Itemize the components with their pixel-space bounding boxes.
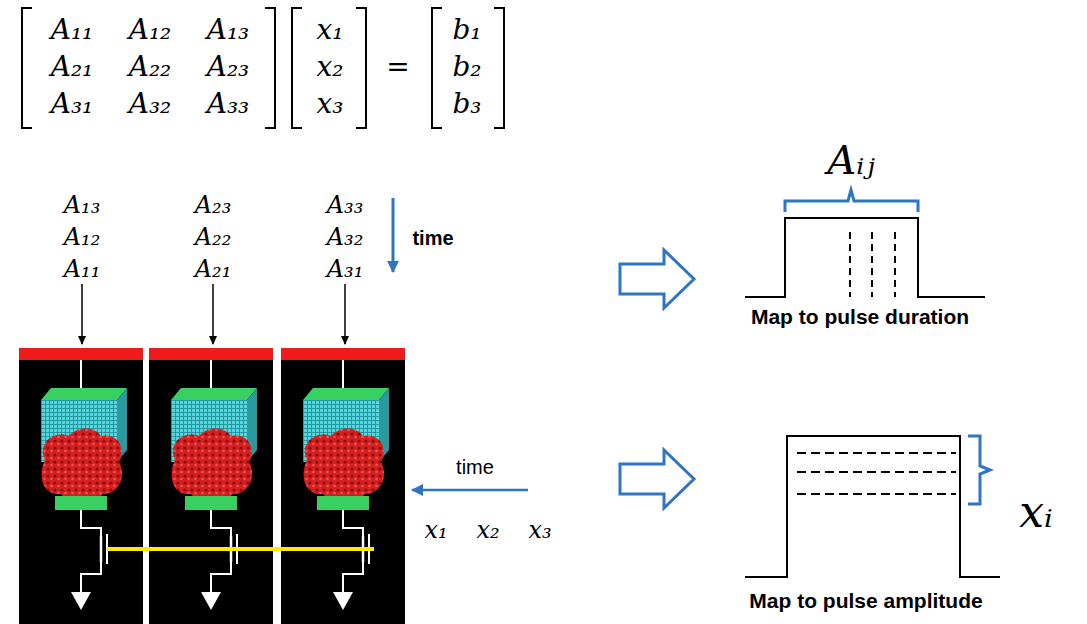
input-entry: A₃₃ xyxy=(327,192,364,218)
input-entry: A₂₂ xyxy=(195,224,232,250)
vector-entry: x₃ xyxy=(316,89,343,120)
time-arrow xyxy=(412,489,528,492)
pulse-variant xyxy=(850,232,895,297)
device-column xyxy=(149,348,273,624)
matrix-entry: A₁₂ xyxy=(129,15,172,46)
input-arrow xyxy=(82,284,345,344)
input-entry: x₂ xyxy=(476,517,499,543)
pulse-waveform xyxy=(745,436,1000,577)
input-entry: A₃₂ xyxy=(327,224,364,250)
matrix-entry: A₃₃ xyxy=(207,89,250,120)
gate-line xyxy=(107,547,374,551)
vector-entry: b₂ xyxy=(452,52,481,83)
matrix-entry: A₁₁ xyxy=(51,15,94,46)
matrix-entry: A₂₁ xyxy=(51,52,94,83)
vector-entry: b₃ xyxy=(452,89,481,120)
vector-entry: x₂ xyxy=(316,52,343,83)
matrix-entry: A₁₃ xyxy=(207,15,250,46)
input-entry: A₁₃ xyxy=(64,192,101,218)
equals-sign: = xyxy=(386,52,409,83)
input-entry: A₂₃ xyxy=(195,192,232,218)
amplitude-bracket xyxy=(968,436,990,504)
input-entry: x₃ xyxy=(528,517,551,543)
pulse-waveform xyxy=(745,218,985,297)
matrix-entry: A₂₃ xyxy=(207,52,250,83)
matrix-entry: A₂₂ xyxy=(129,52,172,83)
caption-label: Map to pulse duration xyxy=(751,305,969,328)
device-column xyxy=(281,348,405,624)
time-arrow xyxy=(392,198,395,272)
input-entry: A₂₁ xyxy=(195,256,232,282)
duration-bracket xyxy=(785,190,918,212)
vector-entry: b₁ xyxy=(452,15,481,46)
input-entry: A₁₂ xyxy=(64,224,101,250)
matrix-entry: A₃₁ xyxy=(51,89,94,120)
caption-label: Map to pulse amplitude xyxy=(749,589,982,612)
input-entry: A₃₁ xyxy=(327,256,364,282)
pulse-variant xyxy=(797,453,956,494)
amplitude-symbol: xᵢ xyxy=(1019,488,1053,536)
vector-entry: x₁ xyxy=(316,15,343,46)
matrix-bracket xyxy=(22,8,504,128)
duration-symbol: Aᵢⱼ xyxy=(827,138,875,182)
block-arrow xyxy=(620,250,694,508)
input-entry: x₁ xyxy=(424,517,447,543)
time-label: time xyxy=(412,227,453,249)
matrix-entry: A₃₂ xyxy=(129,89,172,120)
time-label: time xyxy=(456,456,494,478)
device-column xyxy=(19,348,143,624)
input-entry: A₁₁ xyxy=(64,256,101,282)
